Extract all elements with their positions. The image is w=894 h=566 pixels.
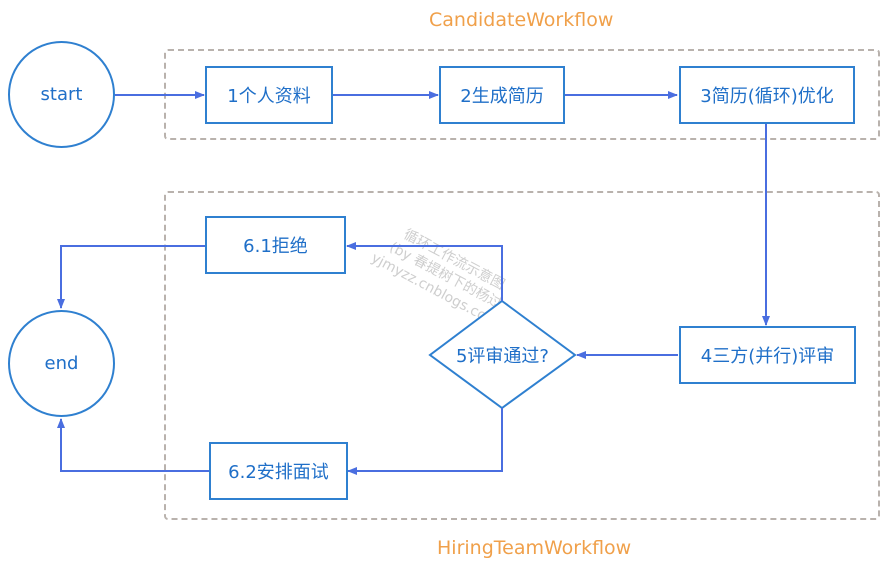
hiring-lane-title: HiringTeamWorkflow <box>437 537 632 559</box>
candidate-lane-title: CandidateWorkflow <box>429 9 614 31</box>
edge-reject-end <box>57 245 206 309</box>
reject-node: 6.1拒绝 <box>205 216 346 274</box>
start-node: start <box>8 41 115 148</box>
edge-interview-end <box>57 418 209 472</box>
interview-node: 6.2安排面试 <box>209 442 348 500</box>
decision-label: 5评审通过? <box>455 346 549 367</box>
resume-node: 2生成简历 <box>439 66 565 124</box>
end-node: end <box>8 310 115 417</box>
edge-decision-interview <box>347 408 503 475</box>
profile-node: 1个人资料 <box>205 66 333 124</box>
review-node: 4三方(并行)评审 <box>679 326 856 384</box>
hiring-lane <box>164 191 880 520</box>
edge-decision-reject <box>346 242 503 301</box>
optimize-node: 3简历(循环)优化 <box>679 66 855 124</box>
